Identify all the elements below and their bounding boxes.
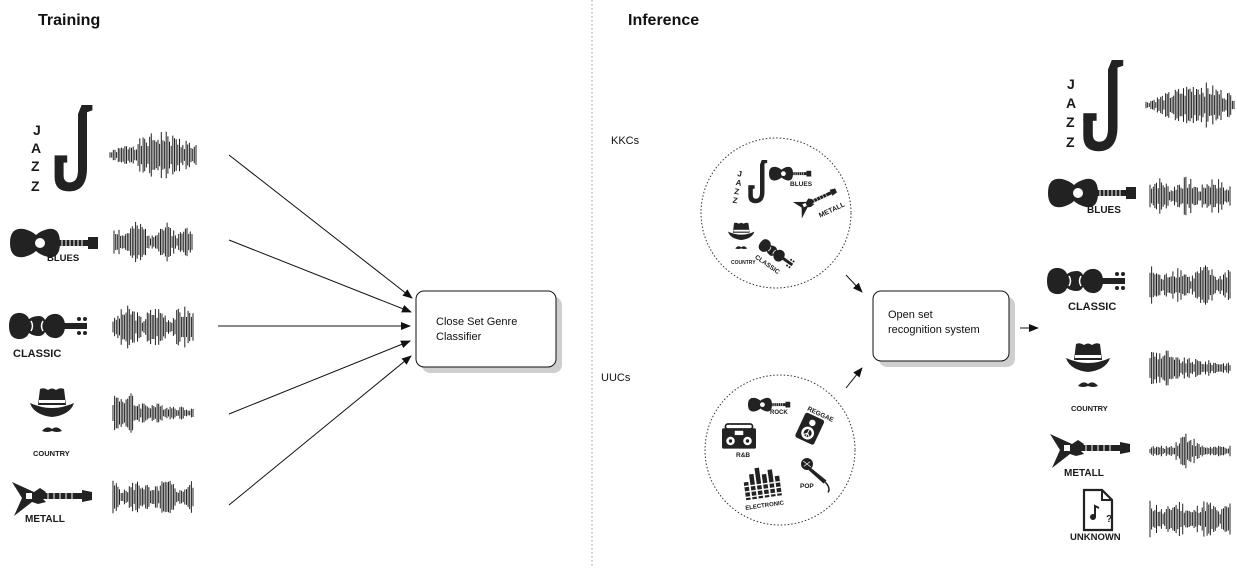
uuc-rock-icon: ROCK xyxy=(747,397,791,416)
uuc-pop-icon: POP xyxy=(800,457,830,494)
output-blues-icon: BLUES xyxy=(1047,178,1137,216)
output-jazz-icon: J A Z Z xyxy=(1066,60,1124,152)
output-country-icon: COUNTRY xyxy=(1066,343,1110,413)
svg-text:Z: Z xyxy=(31,178,40,194)
open-set-recognition-box: Open set recognition system xyxy=(872,290,1015,367)
svg-text:Z: Z xyxy=(1066,114,1075,130)
system-label-line2: recognition system xyxy=(888,324,980,336)
training-title: Training xyxy=(38,12,100,29)
training-jazz-icon: J A Z Z xyxy=(31,105,93,194)
training-country-waveform-icon xyxy=(112,393,194,433)
kkc-cluster: J A Z Z BLUES METALL COUNTRY CLASSIC xyxy=(700,137,852,289)
svg-text:Z: Z xyxy=(734,187,740,197)
kkcs-label: KKCs xyxy=(611,135,640,147)
kkc-jazz-icon: J A Z Z xyxy=(732,160,768,206)
svg-text:CLASSIC: CLASSIC xyxy=(1068,301,1116,313)
training-metall-label: METALL xyxy=(25,514,65,525)
training-classic-label: CLASSIC xyxy=(13,348,61,360)
svg-text:J: J xyxy=(1067,76,1075,92)
kkc-country-icon: COUNTRY xyxy=(728,222,756,266)
training-country-icon: COUNTRY xyxy=(30,388,74,458)
output-classic-waveform-icon xyxy=(1149,265,1231,305)
close-set-classifier-box: Close Set Genre Classifier xyxy=(415,290,562,373)
training-metall-waveform-icon xyxy=(112,480,194,514)
classifier-label-line1: Close Set Genre xyxy=(436,316,517,328)
svg-text:J: J xyxy=(737,169,743,179)
svg-text:COUNTRY: COUNTRY xyxy=(1071,404,1108,413)
inference-title: Inference xyxy=(628,12,699,29)
training-country-label: COUNTRY xyxy=(33,449,70,458)
output-unknown-icon: UNKNOWN xyxy=(1070,488,1121,543)
svg-text:Z: Z xyxy=(31,158,40,174)
classifier-label-line2: Classifier xyxy=(436,331,482,343)
svg-text:ELECTRONIC: ELECTRONIC xyxy=(745,500,785,511)
output-metall-waveform-icon xyxy=(1149,433,1231,469)
training-arrows xyxy=(218,154,413,506)
svg-text:METALL: METALL xyxy=(1064,468,1104,479)
svg-text:UNKNOWN: UNKNOWN xyxy=(1070,532,1121,543)
uucs-label: UUCs xyxy=(601,372,631,384)
output-jazz-waveform-icon xyxy=(1145,82,1235,128)
uuc-rnb-icon: R&B xyxy=(721,423,757,459)
training-blues-label: BLUES xyxy=(47,253,79,264)
svg-text:A: A xyxy=(1066,95,1076,111)
training-classic-icon: CLASSIC xyxy=(8,312,88,360)
output-unknown-waveform-icon xyxy=(1149,500,1231,538)
training-blues-icon: BLUES xyxy=(9,228,99,264)
system-label-line1: Open set xyxy=(888,309,933,321)
svg-text:A: A xyxy=(735,178,742,188)
svg-text:R&B: R&B xyxy=(736,452,750,459)
svg-text:BLUES: BLUES xyxy=(790,181,813,188)
svg-text:A: A xyxy=(31,140,41,156)
output-blues-waveform-icon xyxy=(1149,176,1231,216)
svg-text:COUNTRY: COUNTRY xyxy=(731,260,756,266)
svg-text:Z: Z xyxy=(1066,134,1075,150)
inference-arrows xyxy=(845,274,1039,389)
training-classic-waveform-icon xyxy=(112,305,194,349)
svg-text:BLUES: BLUES xyxy=(1087,205,1121,216)
uuc-electronic-icon: ELECTRONIC xyxy=(742,464,785,512)
training-blues-waveform-icon xyxy=(113,221,193,263)
output-classic-icon: CLASSIC xyxy=(1046,267,1126,313)
svg-text:J: J xyxy=(33,122,41,138)
output-country-waveform-icon xyxy=(1149,350,1231,386)
svg-text:Z: Z xyxy=(732,196,738,206)
kkc-blues-icon: BLUES xyxy=(768,166,813,188)
training-metall-icon: METALL xyxy=(11,481,93,525)
svg-text:ROCK: ROCK xyxy=(770,410,788,416)
uuc-cluster: ROCK REGGAE R&B POP ELECTRONIC xyxy=(704,374,856,526)
training-jazz-waveform-icon xyxy=(109,131,197,179)
output-metall-icon: METALL xyxy=(1049,433,1131,479)
svg-text:POP: POP xyxy=(800,483,814,490)
